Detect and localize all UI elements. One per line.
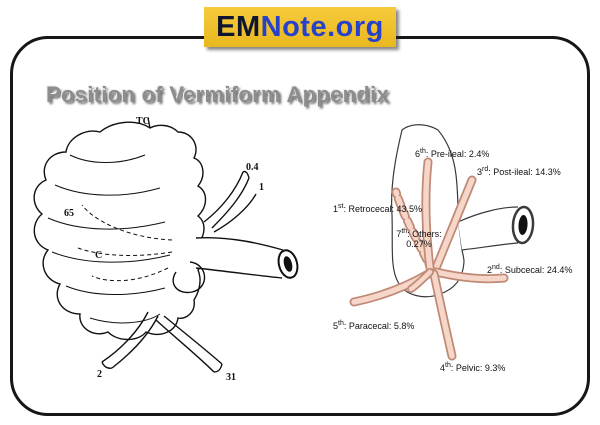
label-subcecal: 2nd: Subcecal: 24.4% [487,264,573,275]
label-paracecal: 5th: Paracecal: 5.8% [333,320,415,331]
label-preileal: 6th: Pre-ileal: 2.4% [415,148,490,159]
label-c: C [95,250,102,261]
appendix-pelvic [429,269,457,361]
label-65: 65 [64,208,74,219]
ileum-opening [511,205,535,245]
page-title: Position of Vermiform Appendix [46,82,390,107]
label-others: 7th: Others: 0.27% [388,228,450,250]
appendix-subcecal [431,267,509,284]
appendix-postileal [431,175,477,273]
label-postileal: 3rd: Post-ileal: 14.3% [477,166,561,177]
logo-text-em: EM [216,10,261,43]
label-2: 2 [97,369,102,380]
label-retrocecal: 1st: Retrocecal: 43.5% [333,203,423,214]
appendix-preileal [421,157,435,273]
left-anatomy-drawing [33,117,299,373]
logo-text-note: Note.org [260,10,384,43]
label-1: 1 [259,182,264,193]
label-31: 31 [226,372,236,383]
label-tc: TC [136,116,150,127]
label-0-4: 0.4 [246,162,259,173]
appendix-others [407,268,434,293]
appendix-positions [349,157,509,361]
label-others-value: 0.27% [406,239,432,250]
label-pelvic: 4th: Pelvic: 9.3% [440,362,506,373]
